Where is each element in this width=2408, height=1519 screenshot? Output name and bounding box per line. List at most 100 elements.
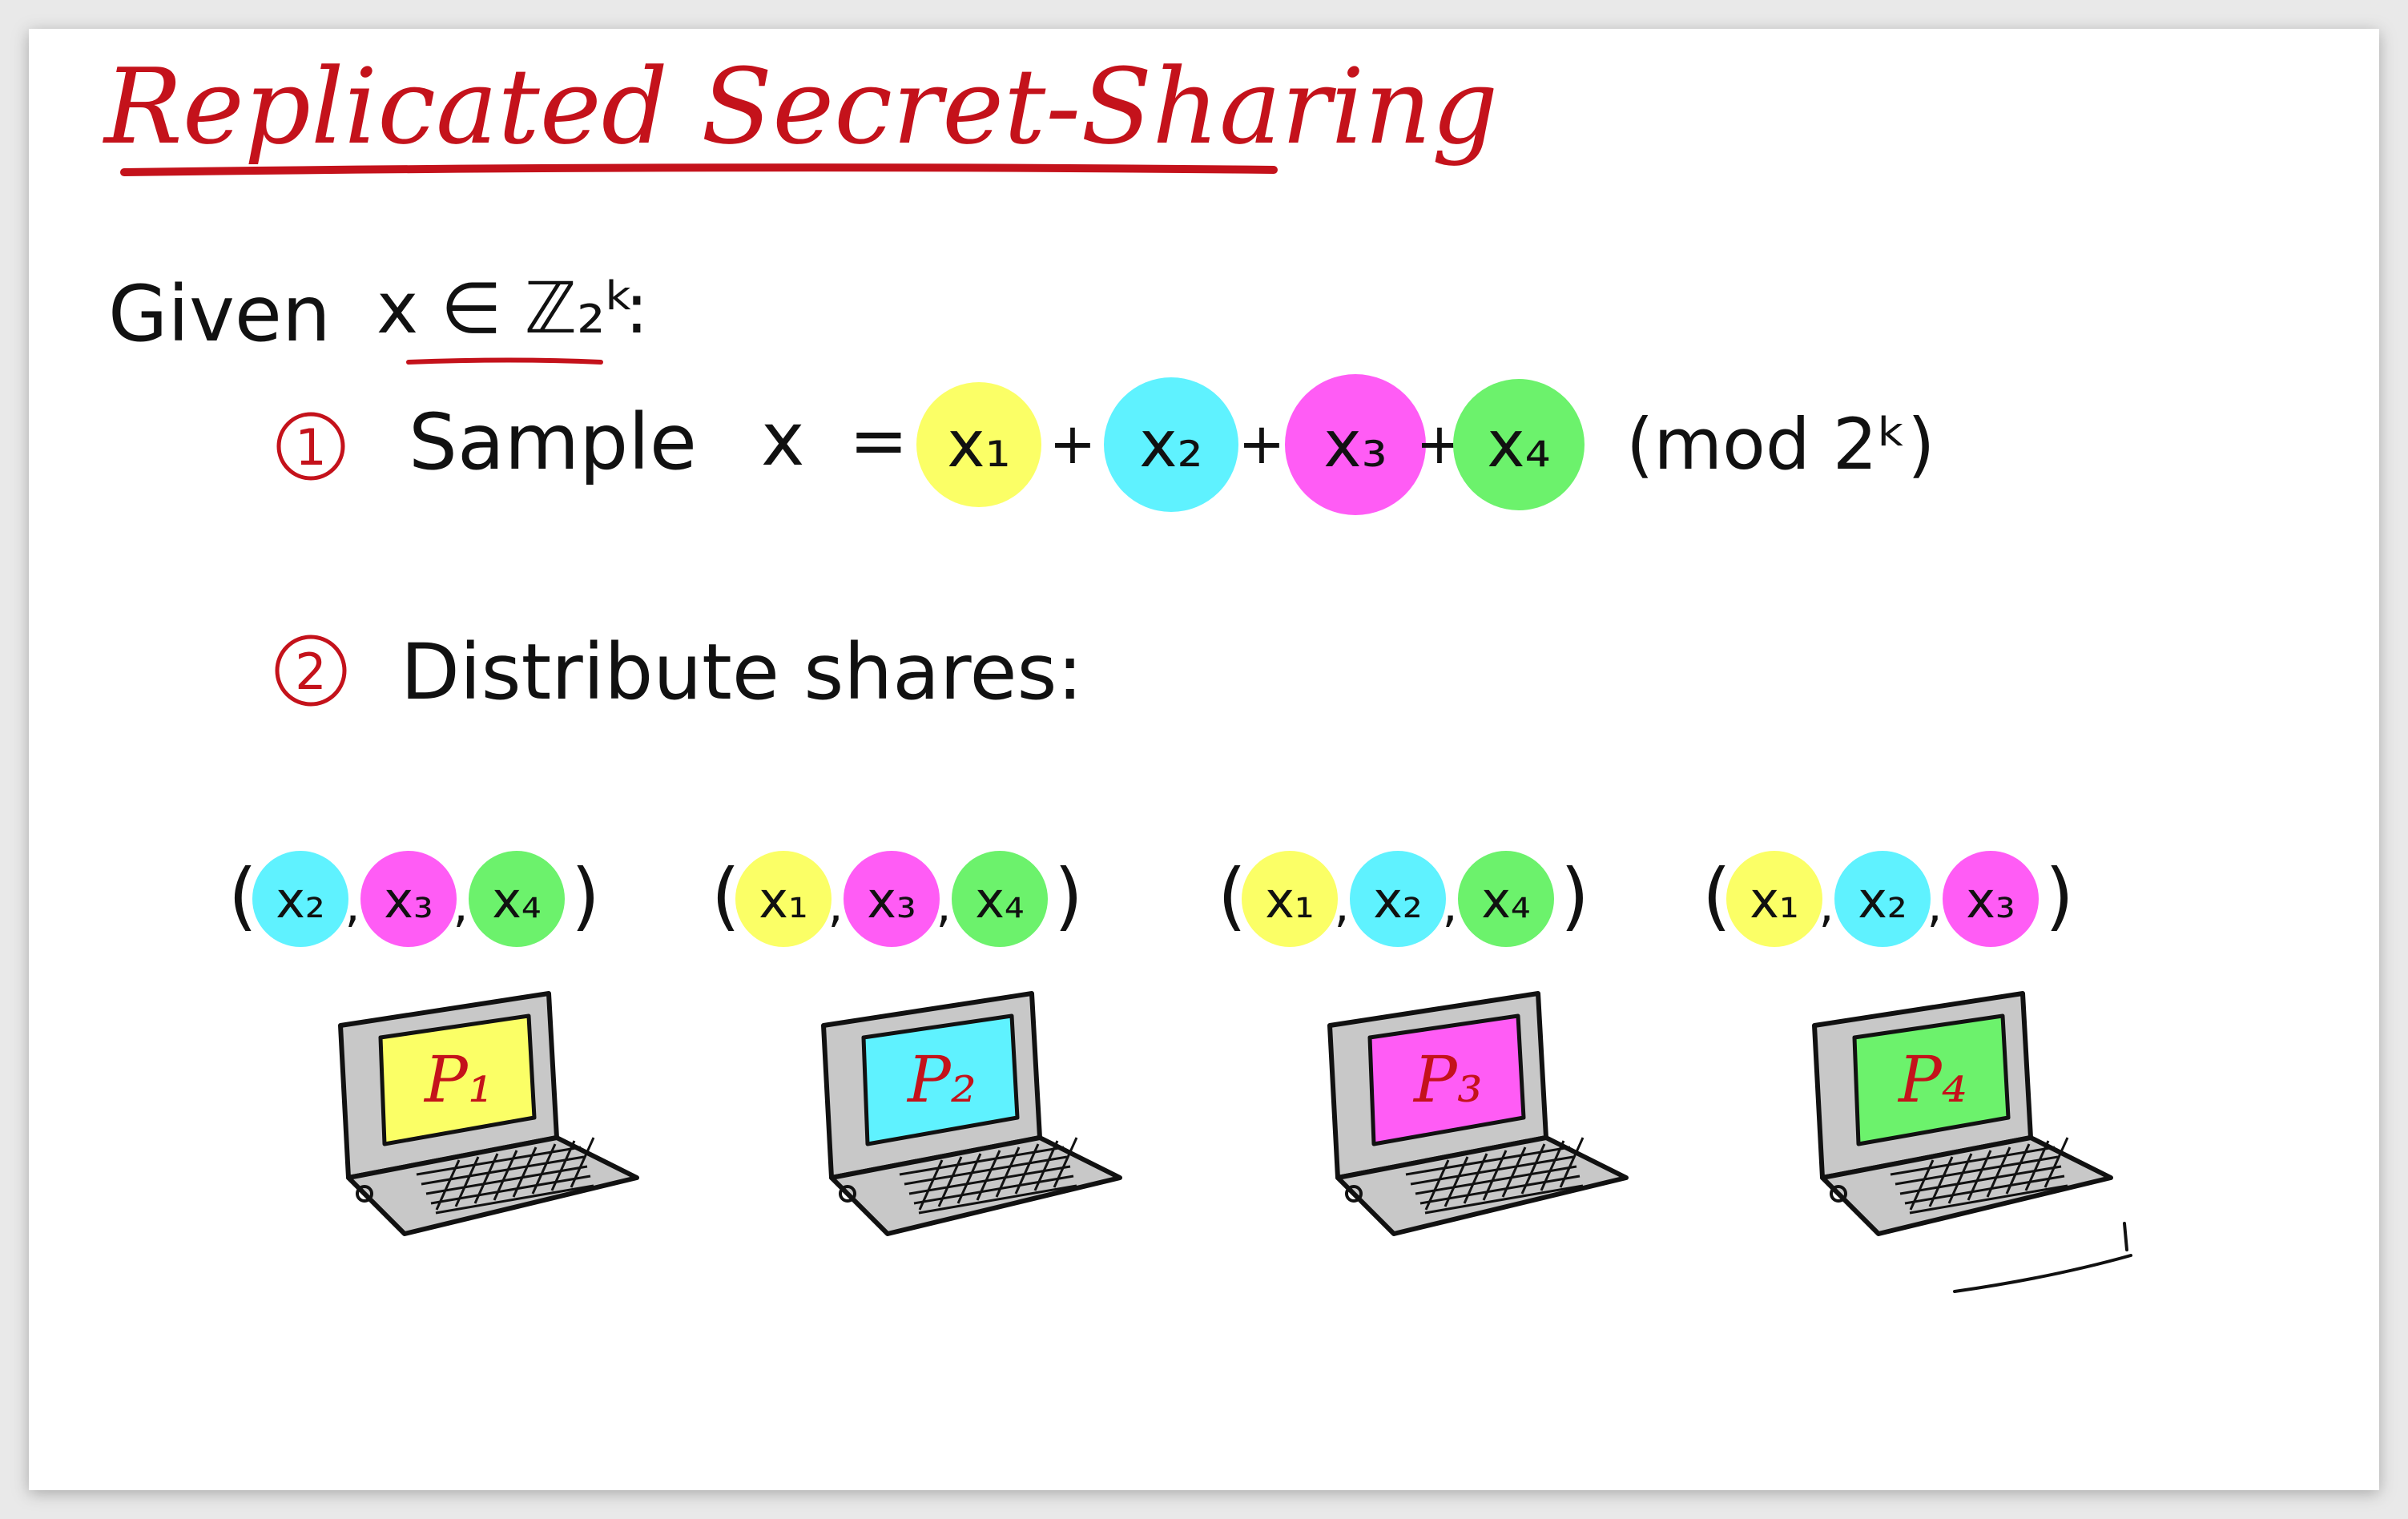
key-col	[1424, 1159, 1450, 1211]
key-col	[2005, 1143, 2031, 1195]
key-row	[1909, 1184, 2068, 1215]
term-3-label: x₃	[1323, 407, 1387, 481]
key-col	[2024, 1140, 2050, 1191]
key-col	[1482, 1150, 1508, 1201]
key-row	[1424, 1184, 1584, 1215]
key-row	[918, 1184, 1077, 1215]
key-col	[2044, 1137, 2069, 1188]
key-col	[1967, 1150, 1992, 1201]
term-1-label: x₁	[947, 407, 1010, 481]
share-label: x₁	[1265, 871, 1315, 929]
key-col	[550, 1140, 576, 1191]
laptop-screen	[1367, 1013, 1526, 1146]
paren-open: (	[228, 853, 257, 939]
party-3-label: P₃	[1412, 1042, 1483, 1117]
stray-stroke	[1953, 1254, 2132, 1293]
share-label: x₃	[1966, 871, 2015, 929]
key-col	[1520, 1143, 1546, 1195]
share-label: x₂	[276, 871, 325, 929]
key-col	[1986, 1146, 2011, 1198]
party-3-shares: (x₁,x₂,x₄)	[1218, 851, 1589, 947]
key-col	[1928, 1156, 1954, 1207]
paren-open: (	[1218, 853, 1246, 939]
laptop-screen	[378, 1013, 537, 1146]
share-label: x₃	[384, 871, 433, 929]
key-col	[1463, 1153, 1488, 1204]
key-row	[430, 1175, 591, 1205]
step-2-circle	[275, 635, 347, 707]
key-col	[473, 1153, 499, 1204]
party-4: (x₁,x₂,x₃)P₄	[1702, 851, 2113, 1236]
key-col	[570, 1137, 595, 1188]
paren-open: (	[1702, 853, 1731, 939]
key-row	[421, 1155, 585, 1186]
comma: ,	[1927, 877, 1942, 933]
comma: ,	[1818, 877, 1834, 933]
share-label: x₄	[975, 871, 1025, 929]
party-1-shares: (x₂,x₃,x₄)	[228, 851, 600, 947]
key-col	[435, 1159, 461, 1211]
party-2-laptop: P₂	[821, 991, 1122, 1236]
share-label: x₁	[759, 871, 808, 929]
party-2-shares: (x₁,x₃,x₄)	[711, 851, 1083, 947]
paren-open: (	[711, 853, 740, 939]
share-blob	[1350, 851, 1446, 947]
key-col	[512, 1146, 538, 1198]
key-row	[1904, 1175, 2065, 1205]
equation-terms: x₁+x₂+x₃+x₄	[916, 374, 1585, 515]
term-4-blob	[1453, 379, 1585, 510]
key-row	[1405, 1146, 1571, 1176]
share-blob	[952, 851, 1048, 947]
key-row	[416, 1146, 582, 1176]
key-col	[493, 1150, 518, 1201]
keyboard-keys	[899, 1137, 1078, 1215]
key-col	[1909, 1159, 1935, 1211]
equation-equals: =	[849, 399, 908, 481]
party-4-label: P₄	[1897, 1042, 1967, 1117]
step-1-circle	[276, 412, 345, 481]
comma: ,	[936, 877, 951, 933]
share-blob	[844, 851, 940, 947]
step-2-number: 2	[295, 643, 326, 701]
party-1: (x₂,x₃,x₄)P₁	[228, 851, 639, 1236]
share-blob	[469, 851, 565, 947]
key-col	[1947, 1153, 1973, 1204]
power-button-icon	[839, 1185, 856, 1203]
paren-close: )	[1054, 853, 1083, 939]
term-1-blob	[916, 382, 1041, 507]
given-expression: x ∈ ℤ₂ᵏ	[377, 267, 635, 349]
share-label: x₁	[1750, 871, 1799, 929]
key-col	[454, 1156, 480, 1207]
share-label: x₄	[492, 871, 542, 929]
step-1-number: 1	[295, 418, 326, 477]
power-button-icon	[1830, 1185, 1847, 1203]
share-blob	[1458, 851, 1554, 947]
party-4-shares: (x₁,x₂,x₃)	[1702, 851, 2074, 947]
party-3: (x₁,x₂,x₄)P₃	[1218, 851, 1629, 1236]
equation-modulus: (mod 2ᵏ)	[1626, 403, 1935, 486]
whiteboard-page	[29, 29, 2379, 1490]
paren-close: )	[571, 853, 600, 939]
key-col	[1559, 1137, 1585, 1188]
key-col	[1053, 1137, 1078, 1188]
share-blob	[252, 851, 348, 947]
key-col	[976, 1150, 1001, 1201]
comma: ,	[827, 877, 843, 933]
share-blob	[735, 851, 832, 947]
power-button-icon	[1345, 1185, 1363, 1203]
term-2-blob	[1104, 377, 1238, 512]
paren-close: )	[1560, 853, 1589, 939]
stray-tick	[2123, 1222, 2128, 1251]
given-colon: :	[625, 267, 649, 349]
keyboard-keys	[1405, 1137, 1585, 1215]
party-1-label: P₁	[423, 1042, 493, 1117]
parties-group: (x₂,x₃,x₄)P₁(x₁,x₃,x₄)P₂(x₁,x₂,x₄)P₃(x₁,…	[228, 851, 2113, 1236]
key-row	[1895, 1155, 2059, 1186]
page-title: Replicated Secret-Sharing	[103, 46, 1498, 167]
term-4-label: x₄	[1487, 407, 1550, 481]
keyboard-keys	[416, 1137, 595, 1215]
share-label: x₂	[1858, 871, 1907, 929]
share-blob	[360, 851, 457, 947]
key-col	[1501, 1146, 1527, 1198]
